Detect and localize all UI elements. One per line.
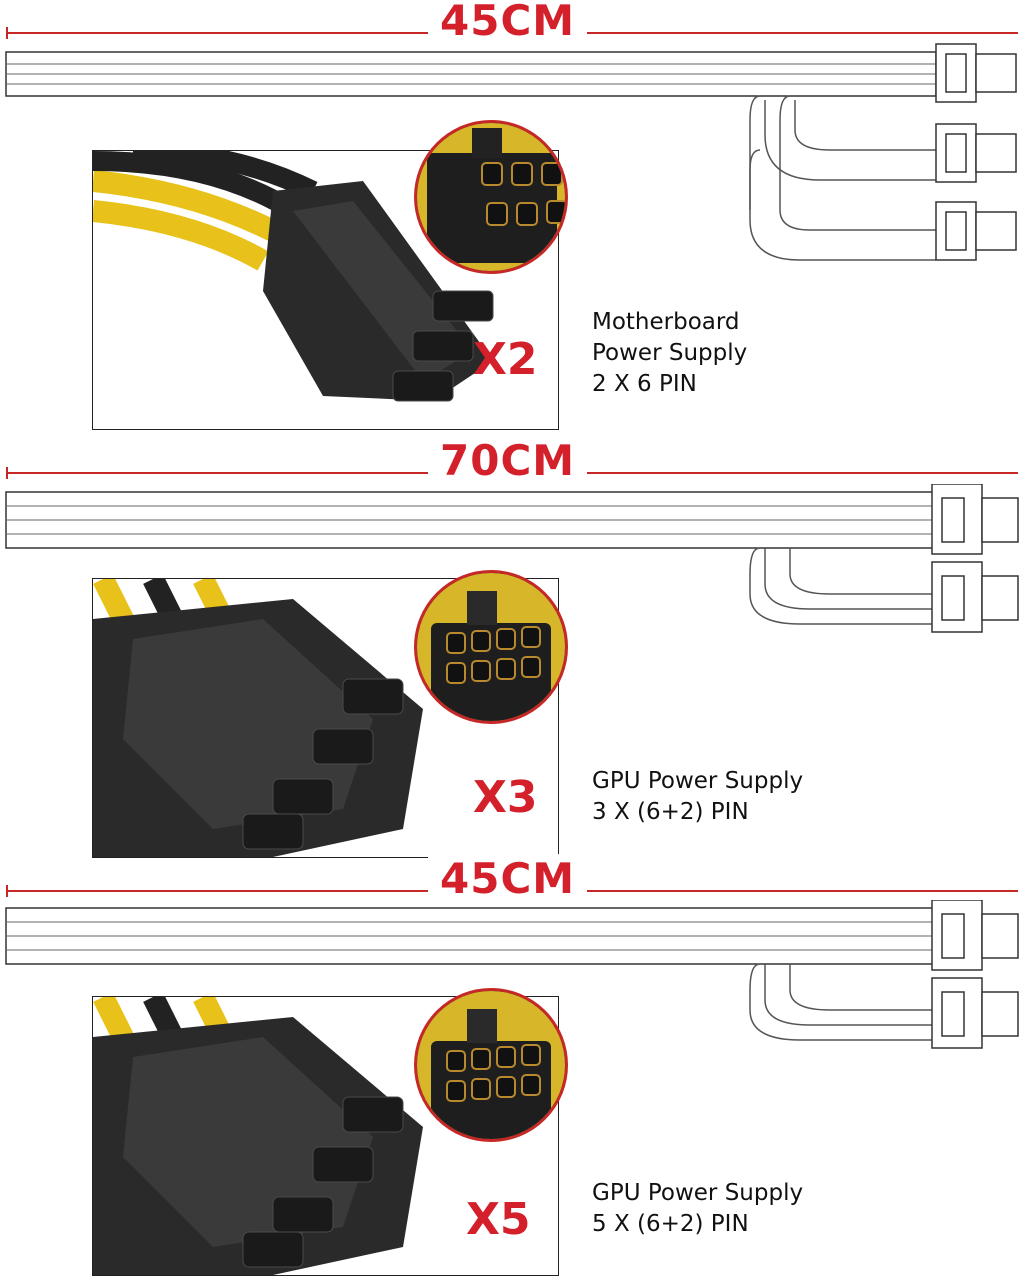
connector-description: GPU Power Supply 5 X (6+2) PIN xyxy=(592,1178,803,1240)
pin-face-8pin xyxy=(417,573,565,721)
description-line: 5 X (6+2) PIN xyxy=(592,1211,749,1237)
cable-section-gpu-70cm: 70CM xyxy=(0,436,1024,865)
connector-zoom-circle xyxy=(414,570,568,724)
connector-photo-6pin xyxy=(92,150,559,430)
connector-photo-illustration xyxy=(93,579,423,857)
connector-zoom-circle xyxy=(414,988,568,1142)
connector-description: Motherboard Power Supply 2 X 6 PIN xyxy=(592,307,747,400)
cable-section-gpu-45cm: 45CM xyxy=(0,854,1024,1279)
length-label: 45CM xyxy=(428,854,588,903)
connector-photo-illustration xyxy=(93,997,423,1275)
pin-face-6pin xyxy=(417,123,565,271)
cable-diagram-svg xyxy=(5,900,1019,1049)
length-label: 70CM xyxy=(428,436,588,485)
cable-diagram-svg xyxy=(5,43,1017,261)
cable-diagram xyxy=(0,40,1024,270)
length-label: 45CM xyxy=(428,0,588,45)
quantity-label: X3 xyxy=(473,772,538,823)
connector-photo-8pin xyxy=(92,996,559,1276)
description-line: GPU Power Supply xyxy=(592,1180,804,1206)
description-line: 2 X 6 PIN xyxy=(592,371,697,397)
description-line: Motherboard xyxy=(592,309,740,335)
pin-face-8pin xyxy=(417,991,565,1139)
quantity-label: X2 xyxy=(473,334,538,385)
quantity-label: X5 xyxy=(466,1194,531,1245)
description-line: Power Supply xyxy=(592,340,748,366)
connector-photo-illustration xyxy=(93,151,494,402)
description-line: 3 X (6+2) PIN xyxy=(592,799,749,825)
description-line: GPU Power Supply xyxy=(592,768,804,794)
cable-section-motherboard: 45CM xyxy=(0,0,1024,440)
cable-diagram xyxy=(0,900,1024,1060)
cable-diagram xyxy=(0,484,1024,644)
connector-zoom-circle xyxy=(414,120,568,274)
connector-description: GPU Power Supply 3 X (6+2) PIN xyxy=(592,766,803,828)
cable-diagram-svg xyxy=(5,484,1019,633)
